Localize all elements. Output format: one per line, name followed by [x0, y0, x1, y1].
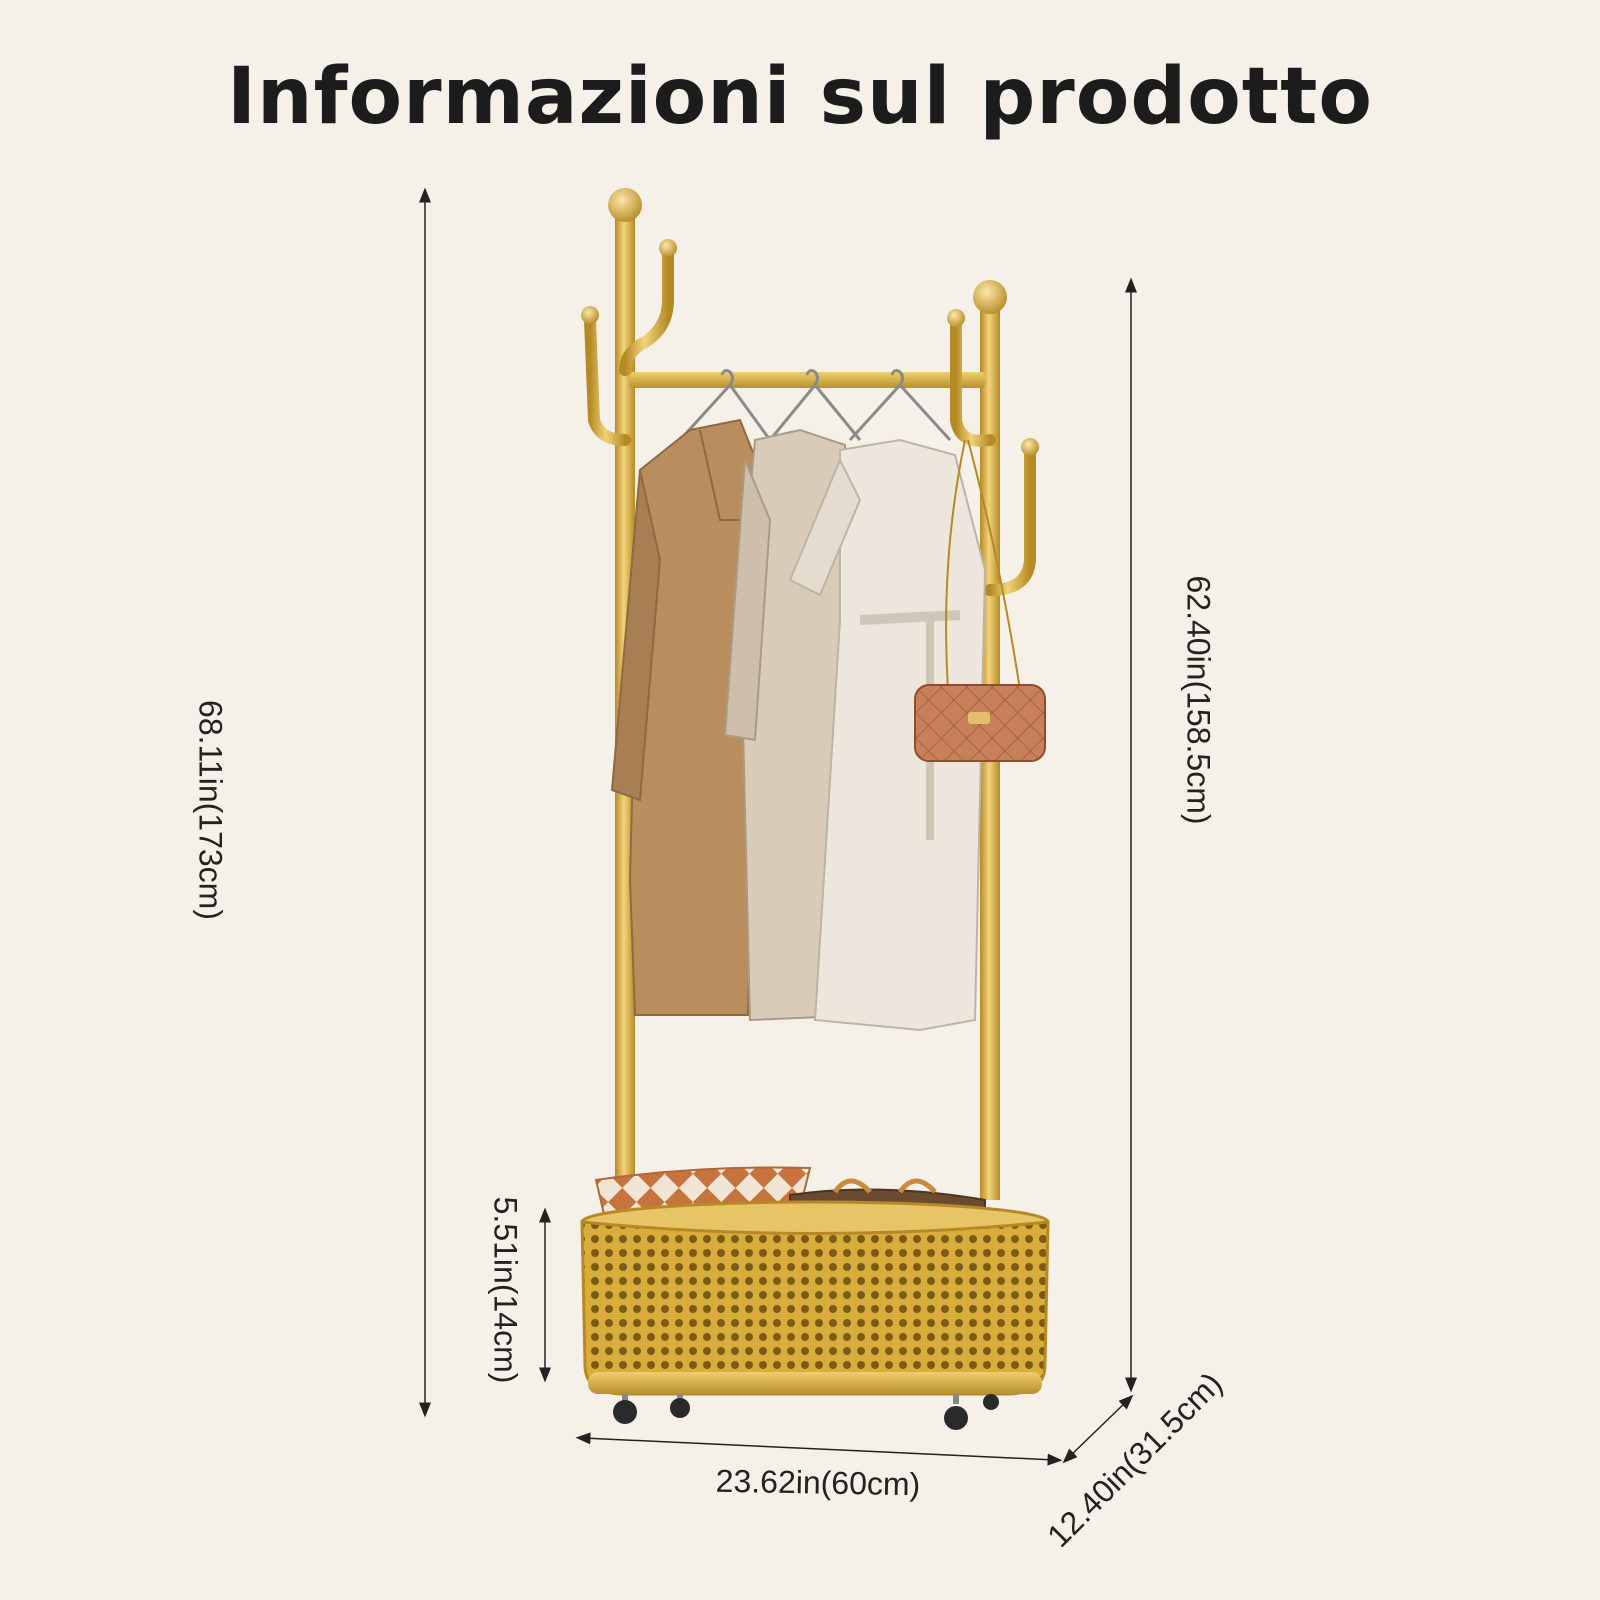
depth-dimension-line: [1062, 1394, 1134, 1464]
width-label: 23.62in(60cm): [715, 1462, 921, 1503]
rail-height-label: 62.40in(158.5cm): [1180, 575, 1217, 825]
total-height-label: 68.11in(173cm): [192, 700, 229, 920]
hangers: [678, 369, 952, 442]
page-title: Informazioni sul prodotto: [227, 52, 1373, 142]
caster-wheels: [613, 1394, 999, 1430]
width-dimension-line: [575, 1432, 1063, 1466]
white-robe: [813, 438, 987, 1032]
perforated-basket: [580, 1200, 1050, 1396]
basket-height-label: 5.51in(14cm): [487, 1196, 524, 1384]
